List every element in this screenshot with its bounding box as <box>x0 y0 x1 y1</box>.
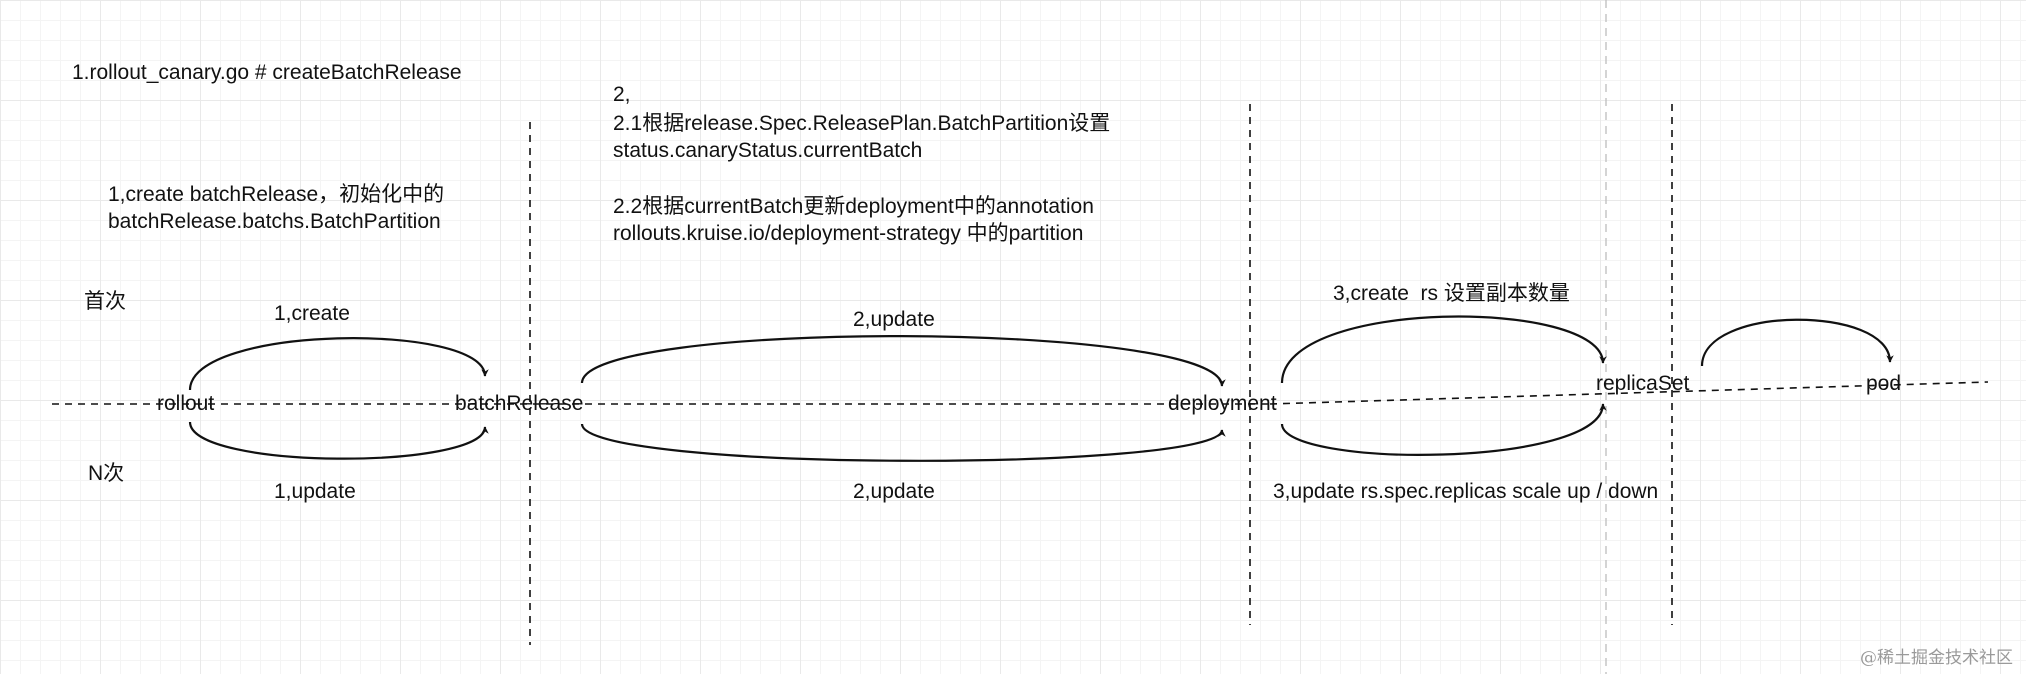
edge-label-batch-update-bottom: 2,update <box>853 480 935 503</box>
row-label-nth: N次 <box>88 462 125 485</box>
edge-rs-pod <box>1700 318 1894 367</box>
node-deployment: deployment <box>1168 392 1277 415</box>
edge-batch-update-bottom <box>580 423 1226 462</box>
edge-rollout-create <box>188 337 489 391</box>
edge-label-rollout-update: 1,update <box>274 480 356 503</box>
edge-label-rollout-create: 1,create <box>274 302 350 325</box>
watermark: @稀土掘金技术社区 <box>1860 648 2013 668</box>
note-step2-1-line2: status.canaryStatus.currentBatch <box>613 139 923 162</box>
note-step1-line1: 1,create batchRelease，初始化中的 <box>108 183 445 206</box>
edge-deploy-update-rs <box>1280 403 1607 456</box>
note-step2-2-line2: rollouts.kruise.io/deployment-strategy 中… <box>613 222 1084 245</box>
note-step1-line2: batchRelease.batchs.BatchPartition <box>108 210 441 233</box>
edge-batch-update-top <box>580 335 1226 387</box>
edge-deploy-create-rs <box>1280 315 1607 384</box>
edge-rollout-update <box>188 421 489 460</box>
node-batch-release: batchRelease <box>455 392 584 415</box>
node-rollout: rollout <box>157 392 215 415</box>
node-pod: pod <box>1866 372 1902 395</box>
note-step2-2-line1: 2.2根据currentBatch更新deployment中的annotatio… <box>613 195 1094 218</box>
node-replica-set: replicaSet <box>1596 372 1690 395</box>
edge-label-batch-update-top: 2,update <box>853 308 935 331</box>
edge-label-deploy-create-rs: 3,create rs 设置副本数量 <box>1333 282 1570 305</box>
note-step2-header: 2, <box>613 83 631 106</box>
note-step2-1-line1: 2.1根据release.Spec.ReleasePlan.BatchParti… <box>613 112 1111 135</box>
edge-label-deploy-update-rs: 3,update rs.spec.replicas scale up / dow… <box>1273 480 1659 503</box>
row-label-first: 首次 <box>84 290 126 313</box>
note-title: 1.rollout_canary.go # createBatchRelease <box>72 61 462 84</box>
timeline-dashed-right <box>1269 381 1989 405</box>
